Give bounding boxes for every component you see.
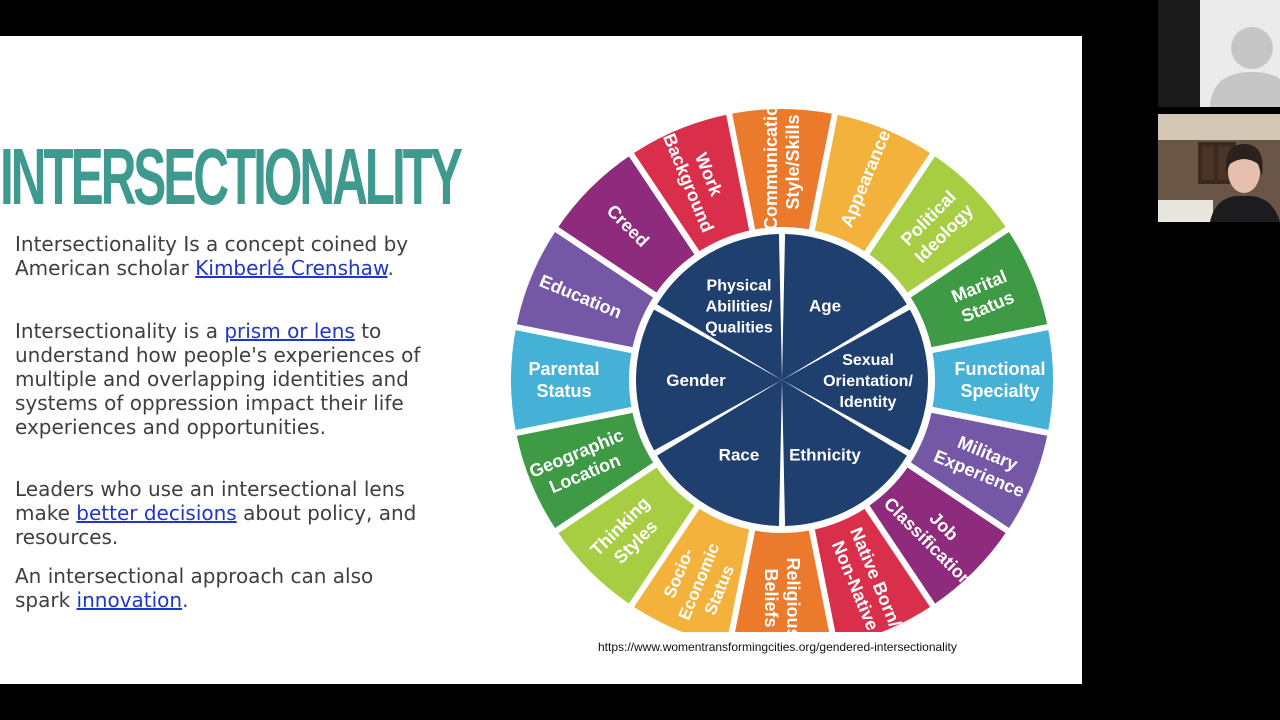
innovation-link[interactable]: innovation bbox=[76, 588, 183, 612]
avatar-placeholder-icon bbox=[1210, 27, 1280, 107]
paragraph-text: Intersectionality Is a concept coined by… bbox=[15, 232, 409, 280]
participant-tile-dark[interactable] bbox=[1158, 0, 1200, 107]
inner-segment-label: Gender bbox=[666, 371, 726, 390]
paragraph-text: about policy, and resources. bbox=[15, 501, 417, 549]
slide-title: INTERSECTIONALITY bbox=[0, 132, 463, 221]
inner-segment bbox=[782, 380, 907, 526]
paragraph-text: An intersectional approach can also spar… bbox=[15, 564, 374, 612]
inner-segment-label: Race bbox=[719, 445, 760, 464]
participant-video-tile[interactable] bbox=[1158, 114, 1280, 222]
prism-or-lens-link[interactable]: prism or lens bbox=[224, 319, 355, 343]
inner-segment bbox=[657, 234, 782, 380]
inner-segment-label: Age bbox=[809, 297, 841, 316]
outer-segment-label: ReligiousBeliefs bbox=[761, 557, 803, 632]
paragraph-text: . bbox=[387, 256, 394, 280]
outer-segment-label: Socio-EconomicStatus bbox=[654, 532, 743, 631]
paragraph-leaders: Leaders who use an intersectional lens m… bbox=[15, 477, 425, 549]
paragraph-text: Intersectionality is a bbox=[15, 319, 225, 343]
inner-segment-label: Ethnicity bbox=[789, 445, 861, 464]
paragraph-text: Leaders who use an intersectional lens m… bbox=[15, 477, 405, 525]
inner-segment bbox=[782, 309, 928, 451]
participant-video-icon bbox=[1158, 114, 1280, 222]
inner-segment bbox=[636, 309, 782, 451]
kimberle-crenshaw-link[interactable]: Kimberlé Crenshaw bbox=[195, 256, 388, 280]
paragraph-prism: Intersectionality is a prism or lens to … bbox=[15, 319, 425, 439]
paragraph-text: to understand how people's experiences o… bbox=[15, 319, 421, 439]
paragraph-concept: Intersectionality Is a concept coined by… bbox=[15, 232, 425, 280]
inner-segment bbox=[657, 380, 782, 526]
source-url: https://www.womentransformingcities.org/… bbox=[598, 640, 957, 654]
inner-segment bbox=[782, 234, 907, 380]
participant-tile-placeholder[interactable] bbox=[1200, 0, 1280, 107]
paragraph-text: . bbox=[182, 588, 189, 612]
better-decisions-link[interactable]: better decisions bbox=[76, 501, 237, 525]
paragraph-innovation: An intersectional approach can also spar… bbox=[15, 564, 425, 612]
presentation-slide: INTERSECTIONALITY Intersectionality Is a… bbox=[0, 36, 1082, 684]
